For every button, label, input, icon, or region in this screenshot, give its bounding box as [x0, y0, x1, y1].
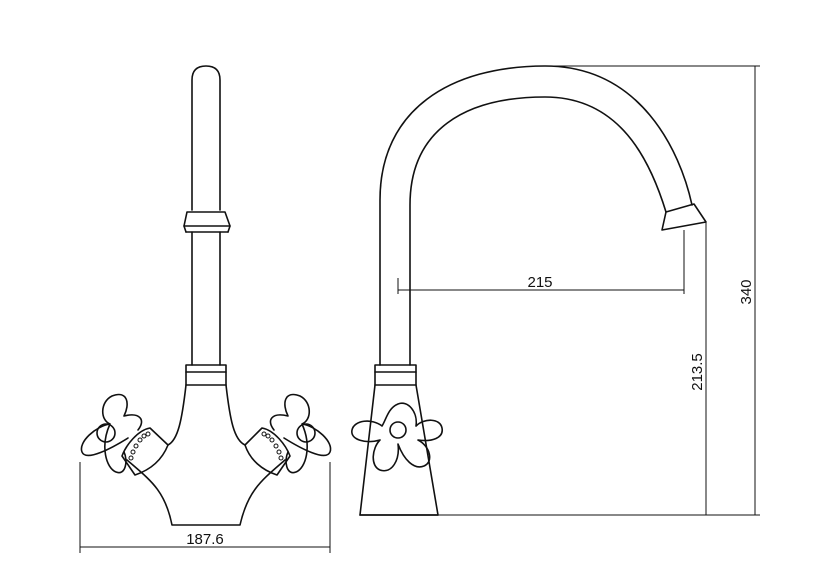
front-base — [126, 459, 286, 526]
spout-reach-dimension: 215 — [397, 230, 685, 294]
side-view: 215 213.5 340 — [351, 65, 760, 516]
side-spout-outer — [379, 65, 693, 366]
side-spout-inner — [409, 96, 667, 366]
side-body-collar — [374, 364, 417, 386]
front-right-valve — [244, 427, 291, 476]
spout-reach-label: 215 — [527, 274, 552, 291]
front-left-valve — [121, 427, 169, 476]
front-valve-body — [167, 384, 246, 446]
total-height-label: 340 — [738, 279, 755, 304]
base-width-label: 187.6 — [186, 531, 224, 548]
front-left-knurl — [128, 431, 151, 461]
spout-height-dimension: 213.5 — [438, 222, 760, 516]
spout-height-label: 213.5 — [689, 353, 706, 391]
side-handle — [351, 402, 443, 472]
front-body-collar — [185, 364, 227, 386]
front-right-handle — [269, 393, 332, 474]
front-spout-tube — [191, 65, 221, 211]
front-left-handle — [80, 393, 143, 474]
total-height-dimension: 340 — [545, 65, 760, 515]
front-spout-collar — [183, 211, 231, 227]
front-right-knurl — [261, 431, 284, 461]
front-view: 187.6 — [79, 65, 332, 553]
side-spout-aerator — [661, 203, 707, 231]
base-width-dimension: 187.6 — [79, 462, 331, 553]
